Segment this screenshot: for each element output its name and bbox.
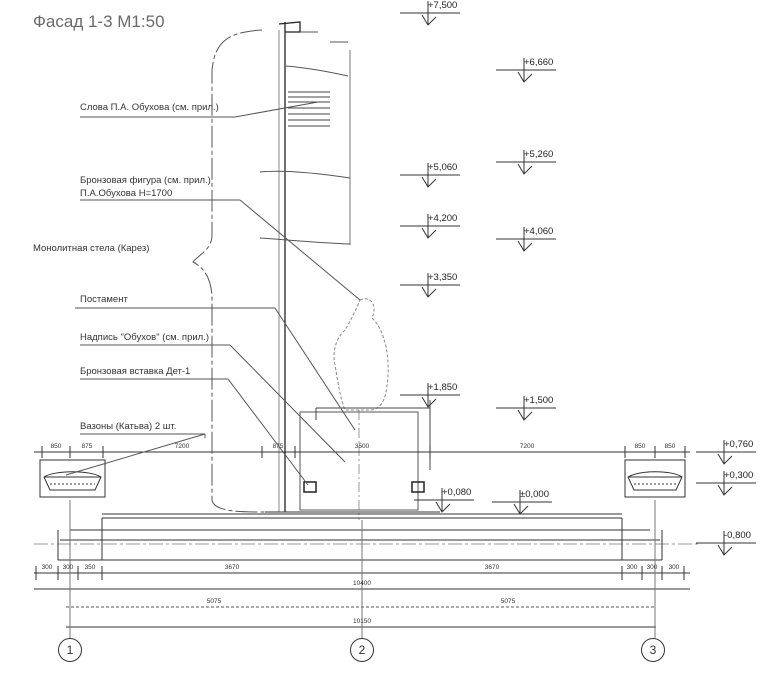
postament (300, 412, 418, 510)
level-mark-arrow (422, 15, 436, 25)
level-mark-0000: ±0,000 (520, 489, 549, 500)
level-mark-arrow (718, 545, 732, 555)
level-mark-5060: +5,060 (428, 162, 458, 173)
level-mark-1850: +1,850 (428, 382, 458, 393)
dim-half-1: 5075 (206, 598, 222, 605)
dim-bottom-5: 3670 (484, 564, 500, 571)
stele-left-contour (193, 30, 268, 512)
label-figure-line2: П.А.Обуховa H=1700 (80, 188, 173, 199)
dim-top-7: 850 (634, 443, 646, 450)
dim-top-8: 850 (664, 443, 676, 450)
axis-bubble-3: 3 (641, 638, 665, 662)
stele-wave-2 (260, 171, 350, 178)
level-mark-arrow (422, 397, 436, 407)
level-mark-0760: +0,760 (724, 439, 754, 450)
dim-total: 10400 (352, 580, 372, 587)
label-vstavka: Бронзовая вставка Дет-1 (80, 366, 191, 377)
label-slova: Слова П.А. Обуховa (см. прил.) (80, 102, 219, 113)
dim-top-6: 7200 (519, 443, 535, 450)
bronze-insert-right (412, 482, 424, 492)
bronze-insert-left (304, 482, 316, 492)
level-mark-0800: -0,800 (724, 530, 751, 541)
level-mark-7500: +7,500 (428, 0, 458, 11)
level-mark-arrow (518, 241, 532, 251)
dim-half-2: 5075 (500, 598, 516, 605)
level-mark-arrow (518, 164, 532, 174)
level-mark-5260: +5,260 (524, 149, 554, 160)
level-mark-3350: +3,350 (428, 272, 458, 283)
level-mark-arrow (718, 485, 732, 495)
stele-wave-1 (286, 66, 348, 76)
label-vazony: Вазоны (Катьва) 2 шт. (80, 421, 177, 432)
level-mark-4200: +4,200 (428, 213, 458, 224)
label-postament: Постамент (80, 294, 128, 305)
level-mark-arrow (514, 504, 528, 514)
label-figure-line1: Бронзовая фигура (см. прил.) (80, 175, 211, 186)
level-mark-6660: +6,660 (524, 57, 554, 68)
level-mark-arrow (518, 72, 532, 82)
stele-top-cap (279, 22, 300, 32)
vase-left (40, 460, 105, 497)
label-stela: Монолитная стела (Карез) (33, 243, 150, 254)
axis-bubble-1: 1 (58, 638, 82, 662)
dim-bottom-3: 350 (84, 564, 96, 571)
level-mark-arrow (718, 454, 732, 464)
dim-bottom-6: 300 (626, 564, 638, 571)
level-mark-0300: +0,300 (724, 470, 754, 481)
level-mark-4060: +4,060 (524, 226, 554, 237)
dim-bottom-2: 300 (62, 564, 74, 571)
dim-ticks-top (42, 446, 685, 458)
level-mark-arrow (436, 502, 450, 512)
dim-bottom-1: 300 (41, 564, 53, 571)
level-mark-arrow (422, 228, 436, 238)
vase-right (625, 460, 685, 497)
axis-bubble-2: 2 (350, 638, 374, 662)
bronze-figure-silhouette (334, 299, 388, 410)
dim-top-5: 3500 (354, 443, 370, 450)
label-nadpis: Надпись "Обухов" (см. прил.) (80, 332, 210, 343)
dim-axes: 10150 (352, 618, 372, 625)
stele-wave-3 (260, 238, 350, 244)
dim-top-3: 7200 (174, 443, 190, 450)
dim-top-4: 875 (272, 443, 284, 450)
level-mark-arrow (422, 177, 436, 187)
drawing-title: Фасад 1-3 М1:50 (33, 12, 165, 31)
dim-bottom-8: 300 (668, 564, 680, 571)
level-mark-arrow (518, 410, 532, 420)
dim-top-2: 875 (81, 443, 93, 450)
dim-bottom-7: 300 (646, 564, 658, 571)
level-mark-0080: +0,080 (442, 487, 472, 498)
dim-bottom-4: 3670 (224, 564, 240, 571)
level-mark-arrow (422, 287, 436, 297)
leader-lines (66, 102, 360, 485)
level-mark-1500: +1,500 (524, 395, 554, 406)
slova-text-block (288, 92, 330, 126)
dim-top-1: 850 (50, 443, 62, 450)
